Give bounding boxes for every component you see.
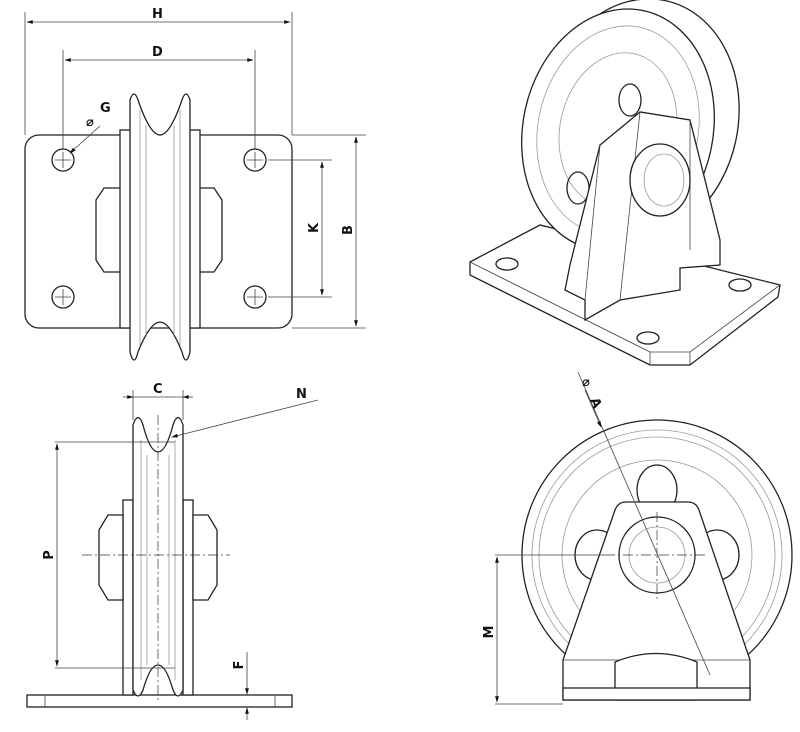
dim-label-c: C <box>153 382 163 397</box>
iso-hub <box>629 143 691 217</box>
front-bracket <box>562 501 751 701</box>
dim-label-h: H <box>152 7 163 22</box>
dim-label-m: M <box>482 626 497 639</box>
dim-label-g: G <box>100 101 111 116</box>
diameter-symbol-g: ⌀ <box>86 115 94 130</box>
top-view: H D ⌀ G K B <box>24 7 366 361</box>
dim-label-f: F <box>232 661 247 670</box>
front-view: ⌀ A M <box>482 371 793 705</box>
side-base-plate <box>26 694 293 708</box>
dim-label-p: P <box>42 550 57 560</box>
dim-label-n: N <box>296 387 307 402</box>
dim-label-d: D <box>152 45 163 60</box>
side-sheave <box>132 416 184 697</box>
dim-label-k: K <box>307 222 322 233</box>
sheave <box>129 93 191 361</box>
side-view: C N P F <box>26 382 319 720</box>
isometric-view <box>469 0 781 366</box>
dim-label-b: B <box>341 225 356 235</box>
diameter-symbol-a: ⌀ <box>582 375 590 390</box>
